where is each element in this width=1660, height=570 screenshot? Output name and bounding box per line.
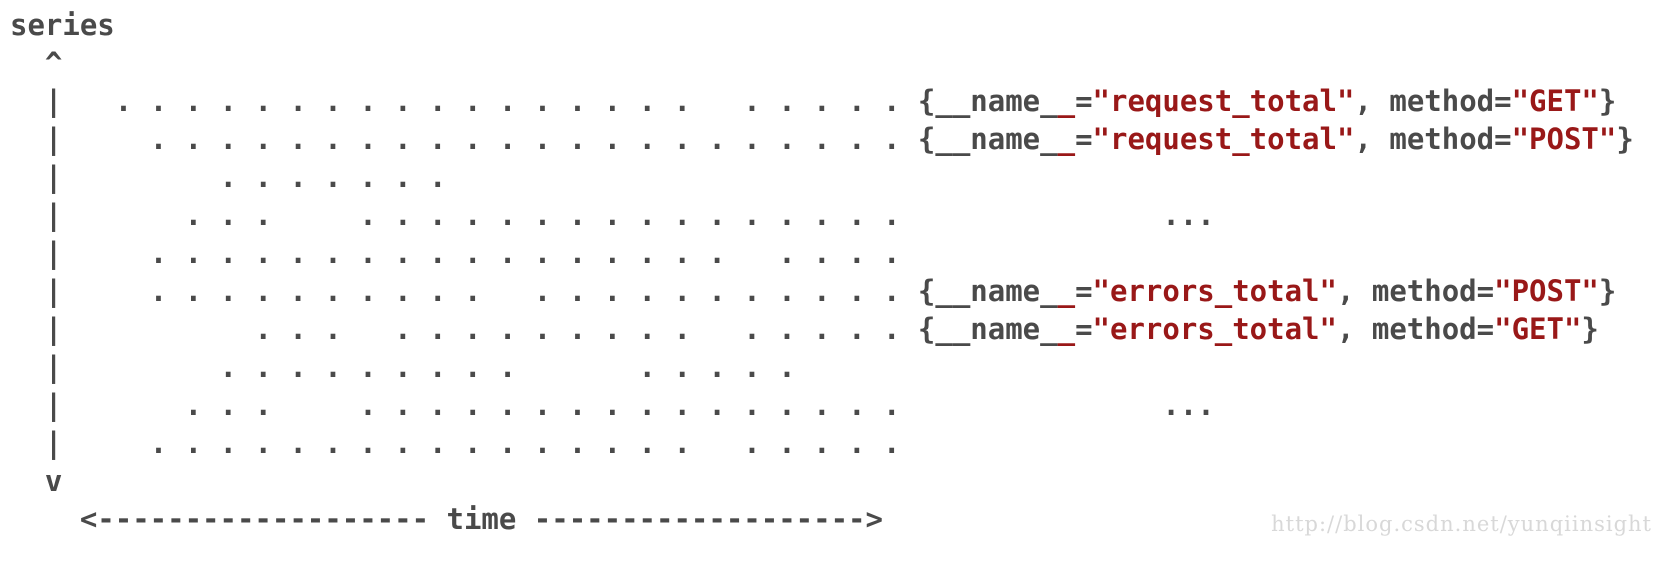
series-label-segment: "POST"	[1494, 274, 1599, 308]
series-axis-bar: |	[10, 160, 63, 194]
series-label-segment: "GET"	[1494, 312, 1582, 346]
series-axis-arrow-down: v	[10, 464, 63, 498]
series-axis-arrow-up: ^	[10, 46, 63, 80]
series-label-segment: "errors_total"	[1092, 274, 1337, 308]
series-label-segment: }	[1598, 274, 1617, 308]
series-axis-bar: |	[10, 312, 63, 346]
series-label-segment: {__name_	[917, 274, 1058, 308]
data-points: . . . . . . . . . . . . . . . . . . . . …	[62, 274, 918, 308]
series-row: | . . . . . . . . . . . . . . . . . . . …	[10, 386, 1660, 424]
series-label-segment: , method=	[1354, 84, 1512, 118]
data-points: . . . . . . . . . . . . . . . . . . .	[62, 388, 918, 422]
data-points: . . . . . . .	[62, 160, 918, 194]
series-label-segment: _	[1057, 84, 1076, 118]
series-axis-bar: |	[10, 236, 63, 270]
series-label-segment: "request_total"	[1092, 122, 1355, 156]
series-label-segment: "GET"	[1511, 84, 1599, 118]
series-axis-bar: |	[10, 350, 63, 384]
data-points: . . . . . . . . . . . . . .	[62, 350, 918, 384]
series-label-segment: =	[1075, 274, 1093, 308]
data-points: . . . . . . . . . . . . . . . . . . . . …	[62, 426, 918, 460]
time-axis: <------------------- time --------------…	[10, 502, 883, 536]
series-axis-label: series	[10, 8, 115, 42]
series-row: | . . . . . . . . . . . . . . . . . . . …	[10, 234, 1660, 272]
series-label-segment: , method=	[1336, 312, 1495, 346]
diagram-line: v	[10, 462, 1660, 500]
series-row: | . . . . . . . . . . . . . . . . . . . …	[10, 196, 1660, 234]
diagram-line: series	[10, 6, 1660, 44]
data-points: . . . . . . . . . . . . . . . . .	[62, 312, 918, 346]
series-row: | . . . . . . . . . . . . . . . . . . . …	[10, 120, 1660, 158]
series-label-segment: {__name_	[917, 122, 1058, 156]
series-label-segment: "errors_total"	[1092, 312, 1337, 346]
series-label-segment: {__name_	[917, 84, 1058, 118]
ascii-diagram: series ^ | . . . . . . . . . . . . . . .…	[10, 6, 1660, 538]
series-row: | . . . . . . . . . . . . . . . . . . . …	[10, 424, 1660, 462]
data-points: . . . . . . . . . . . . . . . . . . . . …	[62, 122, 918, 156]
diagram-line: <------------------- time --------------…	[10, 500, 1660, 538]
series-label-segment: _	[1057, 312, 1076, 346]
series-row: | . . . . . . . . . . . . . . . . . . . …	[10, 82, 1660, 120]
series-label-segment: "POST"	[1511, 122, 1617, 156]
watermark: http://blog.csdn.net/yunqiinsight	[1271, 512, 1652, 536]
series-label-segment: }	[1616, 122, 1634, 156]
series-label-segment: }	[1598, 84, 1617, 118]
series-label-segment: , method=	[1354, 122, 1512, 156]
data-points: . . . . . . . . . . . . . . . . . . .	[62, 198, 918, 232]
tsdb-series-diagram: series ^ | . . . . . . . . . . . . . . .…	[10, 6, 1660, 538]
series-axis-bar: |	[10, 388, 63, 422]
data-points: . . . . . . . . . . . . . . . . . . . . …	[62, 236, 918, 270]
series-axis-bar: |	[10, 198, 63, 232]
series-label-segment: =	[1075, 312, 1093, 346]
series-label-segment: }	[1581, 312, 1599, 346]
series-label-segment: , method=	[1336, 274, 1495, 308]
series-axis-bar: |	[10, 122, 63, 156]
series-label-segment: ...	[917, 198, 1215, 232]
series-label-segment: =	[1075, 122, 1093, 156]
series-label-segment: _	[1057, 122, 1076, 156]
series-label-segment: =	[1075, 84, 1093, 118]
series-label-segment: _	[1057, 274, 1076, 308]
series-label-segment: {__name_	[917, 312, 1058, 346]
series-row: | . . . . . . . . . . . . . . . . . {__n…	[10, 310, 1660, 348]
data-points: . . . . . . . . . . . . . . . . . . . . …	[62, 84, 918, 118]
series-axis-bar: |	[10, 426, 63, 460]
series-label-segment: ...	[917, 388, 1215, 422]
diagram-line: ^	[10, 44, 1660, 82]
series-label-segment: "request_total"	[1092, 84, 1355, 118]
series-row: | . . . . . . . . . . . . . . . . . . . …	[10, 272, 1660, 310]
series-row: | . . . . . . .	[10, 158, 1660, 196]
series-row: | . . . . . . . . . . . . . .	[10, 348, 1660, 386]
series-axis-bar: |	[10, 84, 63, 118]
series-axis-bar: |	[10, 274, 63, 308]
